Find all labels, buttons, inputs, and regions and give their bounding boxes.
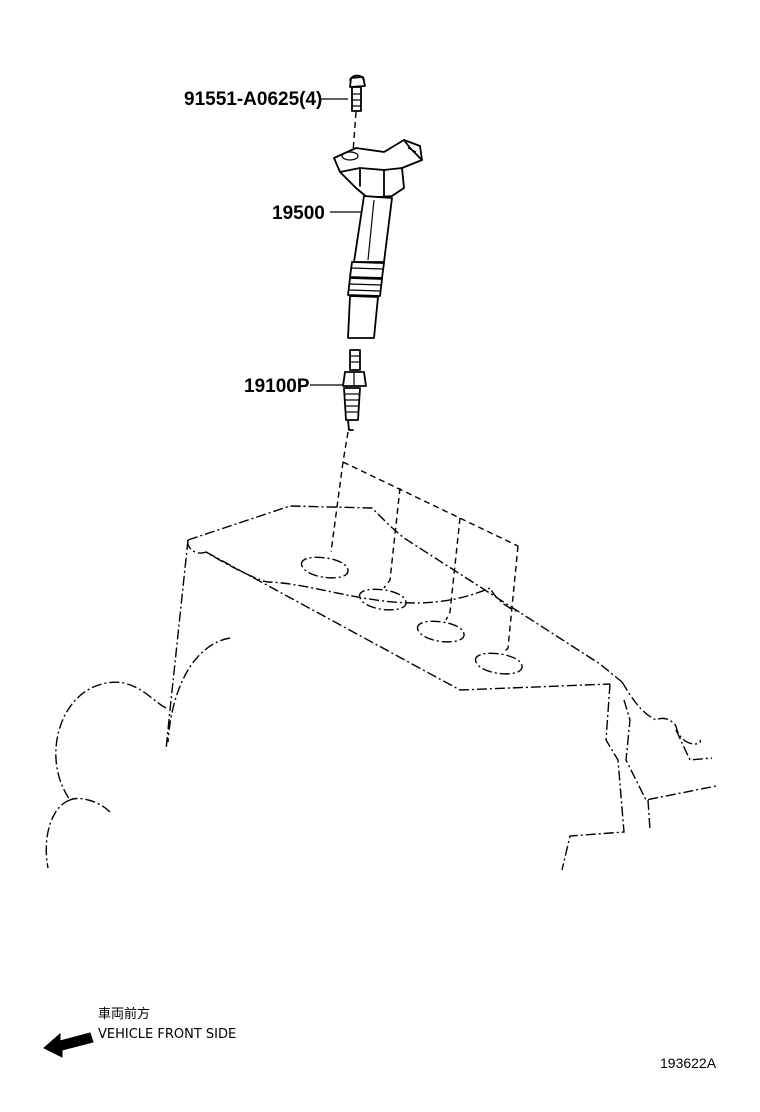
cylinder-bores: [301, 556, 523, 675]
ignition-coil-part-number[interactable]: 19500: [272, 203, 325, 224]
bolt-callout: 91551-A0625(4): [184, 89, 348, 110]
cylinder-bore-3: [417, 620, 465, 643]
cylinder-bore-1: [301, 556, 349, 579]
installation-guide-lines: [330, 431, 519, 653]
ignition-coil-drawing: [333, 139, 423, 339]
engine-block-outline: [45, 505, 717, 871]
bolt-axis-line: [352, 111, 357, 153]
cylinder-bore-2: [359, 588, 407, 611]
vehicle-front-japanese: 車両前方: [98, 1006, 150, 1022]
spark-plug-callout: 19100P: [244, 376, 344, 397]
spark-plug-part-number[interactable]: 19100P: [244, 376, 310, 397]
arrow-left-icon: [43, 1032, 94, 1058]
cylinder-bore-4: [475, 652, 523, 675]
bolt-part-number[interactable]: 91551-A0625(4): [184, 89, 322, 110]
ignition-coil-callout: 19500: [272, 203, 362, 224]
illustration-code: 193622A: [660, 1055, 717, 1071]
vehicle-front-note: 車両前方 VEHICLE FRONT SIDE: [43, 1006, 236, 1058]
vehicle-front-english: VEHICLE FRONT SIDE: [98, 1027, 236, 1042]
spark-plug-drawing: [342, 349, 367, 431]
bolt-drawing: [349, 74, 366, 112]
